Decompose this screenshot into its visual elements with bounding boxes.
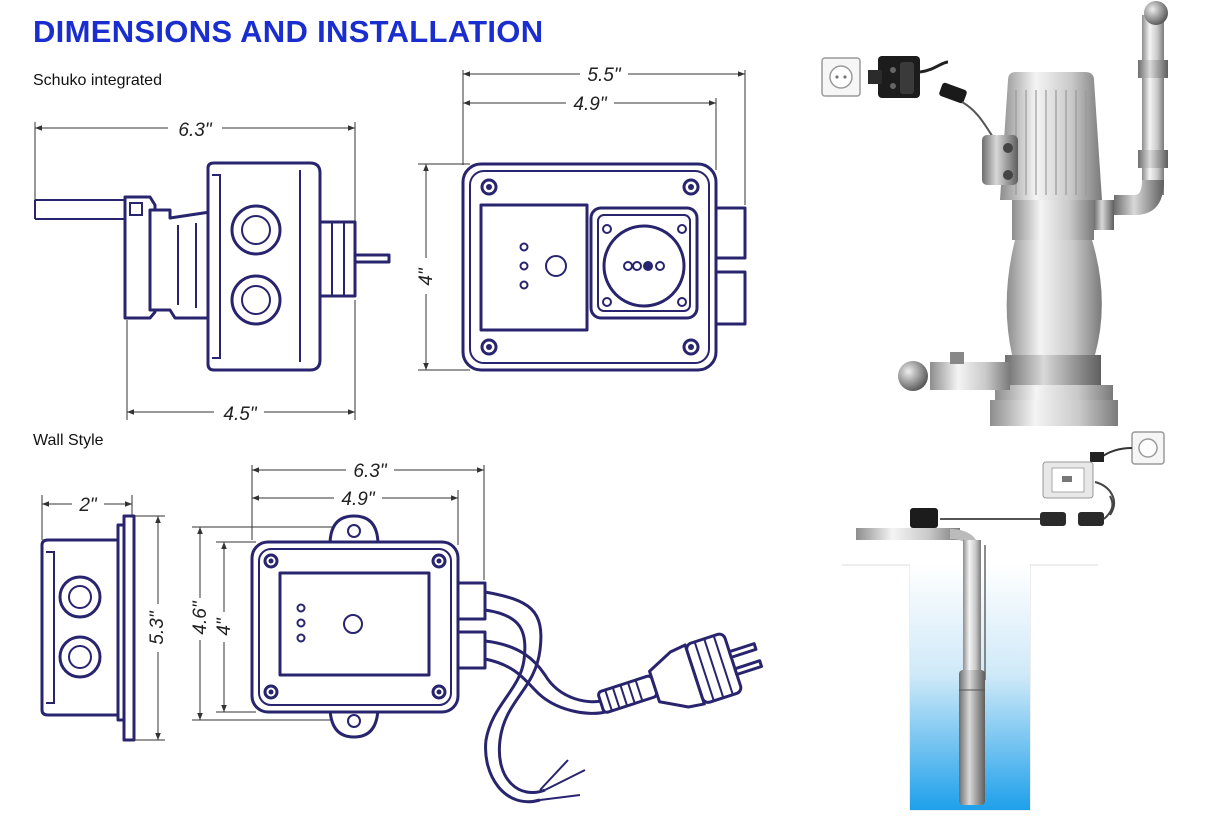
dim-label: 4.9" bbox=[341, 489, 375, 510]
wall-section-label: Wall Style bbox=[33, 432, 104, 449]
dim-label: 4.6" bbox=[190, 600, 211, 634]
dim-label: 6.3" bbox=[353, 461, 387, 482]
dim-label: 4" bbox=[416, 267, 437, 286]
dim-label: 4.5" bbox=[223, 404, 257, 425]
schuko-front-view: 5.5" 4.9" 4" bbox=[414, 63, 747, 372]
surface-pump-illustration bbox=[821, 1, 1168, 426]
dim-label: 6.3" bbox=[178, 120, 212, 141]
dim-label: 2" bbox=[78, 495, 98, 516]
borehole-pump-illustration bbox=[842, 431, 1165, 811]
wall-side-view: 2" 5.3" bbox=[40, 494, 170, 742]
schuko-section-label: Schuko integrated bbox=[33, 72, 162, 89]
dim-label: 5.3" bbox=[147, 610, 168, 644]
dim-label: 5.5" bbox=[587, 65, 621, 86]
wall-front-view: 6.3" 4.9" 4.6" 4" bbox=[188, 459, 764, 804]
page-title: DIMENSIONS AND INSTALLATION bbox=[33, 14, 544, 49]
schuko-side-view: 6.3" 4.5" bbox=[34, 117, 391, 425]
dim-label: 4" bbox=[214, 617, 235, 636]
dim-label: 4.9" bbox=[573, 94, 607, 115]
